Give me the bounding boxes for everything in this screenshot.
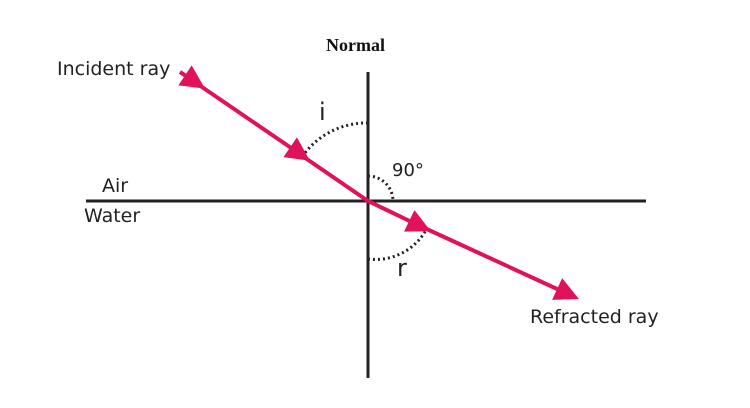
- angle-i-arc: [300, 121, 369, 158]
- angle-r-arc: [367, 229, 428, 261]
- incident-ray-label: Incident ray: [57, 58, 171, 80]
- right-angle-arc: [367, 174, 395, 202]
- refracted-ray-label: Refracted ray: [530, 306, 659, 328]
- water-label: Water: [84, 205, 141, 227]
- normal-title: Normal: [326, 35, 385, 55]
- incident-ray: [178, 65, 370, 203]
- angle-r-label: r: [397, 254, 407, 282]
- refracted-ray: [367, 199, 579, 300]
- air-label: Air: [102, 175, 129, 197]
- right-angle-label: 90°: [392, 160, 424, 181]
- angle-i-label: i: [319, 98, 326, 126]
